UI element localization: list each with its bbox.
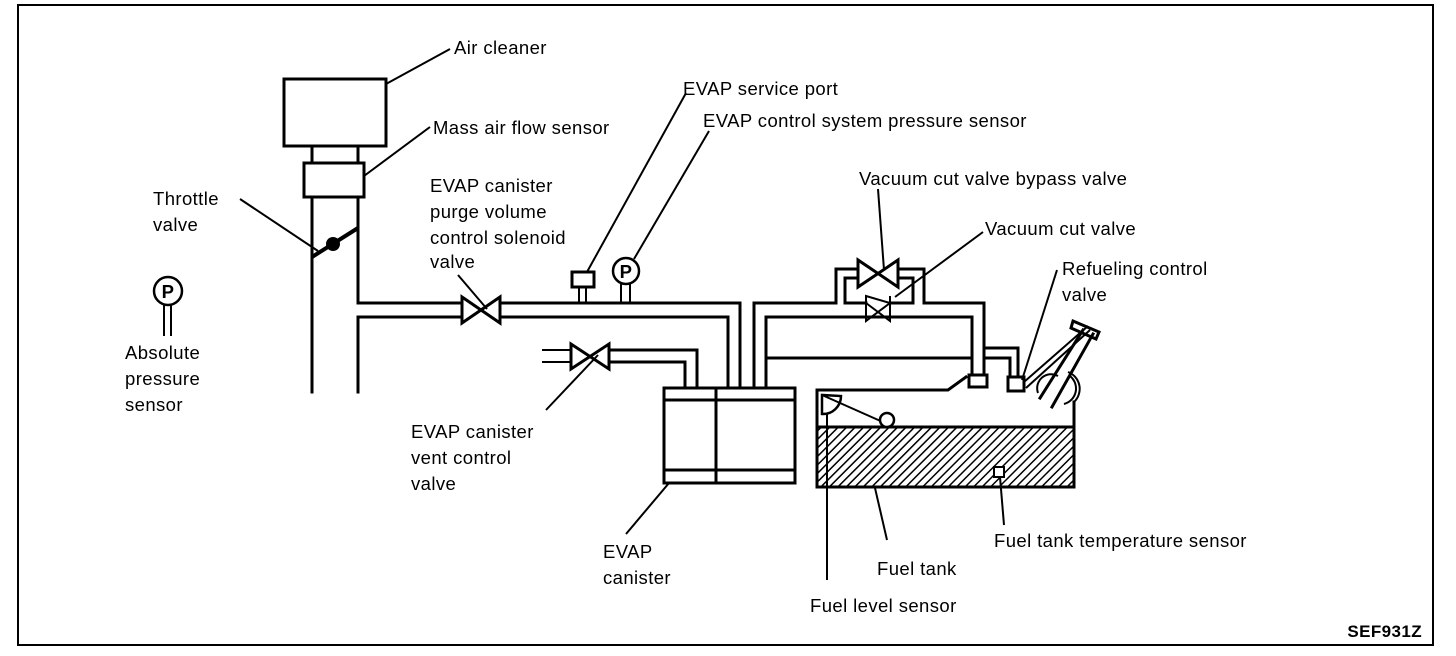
label-fuel-level-sensor: Fuel level sensor bbox=[810, 595, 957, 616]
purge-volume-control-solenoid-valve bbox=[460, 294, 502, 326]
label-throttle-valve-2: valve bbox=[153, 214, 198, 235]
label-purge-valve-3: control solenoid bbox=[430, 227, 566, 248]
label-vent-valve-2: vent control bbox=[411, 447, 511, 468]
purge-line bbox=[356, 301, 742, 390]
figure-frame bbox=[17, 4, 1434, 646]
label-vacuum-cut-valve: Vacuum cut valve bbox=[985, 218, 1136, 239]
label-air-cleaner: Air cleaner bbox=[454, 37, 547, 58]
evap-service-port bbox=[570, 270, 596, 303]
tank-vapor-lines bbox=[752, 267, 1020, 390]
label-vent-valve-1: EVAP canister bbox=[411, 421, 534, 442]
absolute-pressure-sensor: P bbox=[152, 275, 184, 336]
vent-line bbox=[542, 348, 699, 390]
label-throttle-valve-1: Throttle bbox=[153, 188, 219, 209]
label-purge-valve-1: EVAP canister bbox=[430, 175, 553, 196]
throttle-body bbox=[310, 195, 360, 394]
label-evap-canister-1: EVAP bbox=[603, 541, 653, 562]
label-evap-canister-2: canister bbox=[603, 567, 671, 588]
throttle-valve bbox=[310, 226, 360, 259]
label-vent-valve-3: valve bbox=[411, 473, 456, 494]
fuel-level-sensor bbox=[820, 393, 896, 580]
label-vacuum-cut-bypass: Vacuum cut valve bypass valve bbox=[859, 168, 1127, 189]
label-purge-valve-2: purge volume bbox=[430, 201, 547, 222]
evap-canister bbox=[662, 386, 797, 485]
label-mass-air-flow-sensor: Mass air flow sensor bbox=[433, 117, 610, 138]
fuel-tank-temperature-sensor bbox=[993, 466, 1005, 478]
label-absolute-pressure-2: pressure bbox=[125, 368, 200, 389]
label-refueling-control-1: Refueling control bbox=[1062, 258, 1208, 279]
filler-neck bbox=[1023, 318, 1101, 410]
intake-duct bbox=[310, 144, 360, 165]
vacuum-cut-valve bbox=[865, 294, 893, 323]
label-purge-valve-4: valve bbox=[430, 251, 475, 272]
pressure-sensor-letter: P bbox=[620, 261, 633, 282]
label-pressure-sensor: EVAP control system pressure sensor bbox=[703, 110, 1027, 131]
absolute-sensor-letter: P bbox=[162, 281, 175, 302]
refueling-control-valve bbox=[1006, 375, 1026, 393]
vent-control-valve bbox=[569, 341, 611, 372]
evap-pressure-sensor: P bbox=[611, 256, 641, 303]
label-service-port: EVAP service port bbox=[683, 78, 838, 99]
label-absolute-pressure-1: Absolute bbox=[125, 342, 200, 363]
tank-vapor-port bbox=[967, 373, 989, 389]
vacuum-cut-valve-bypass-valve bbox=[856, 257, 900, 290]
leader-lines bbox=[239, 48, 1058, 541]
label-fuel-tank: Fuel tank bbox=[877, 558, 957, 579]
label-fuel-tank-temp-sensor: Fuel tank temperature sensor bbox=[994, 530, 1247, 551]
fuel-tank bbox=[815, 374, 1076, 489]
mass-air-flow-sensor bbox=[302, 161, 366, 199]
label-absolute-pressure-3: sensor bbox=[125, 394, 183, 415]
figure-code: SEF931Z bbox=[1347, 622, 1422, 641]
label-refueling-control-2: valve bbox=[1062, 284, 1107, 305]
air-cleaner bbox=[282, 77, 388, 148]
